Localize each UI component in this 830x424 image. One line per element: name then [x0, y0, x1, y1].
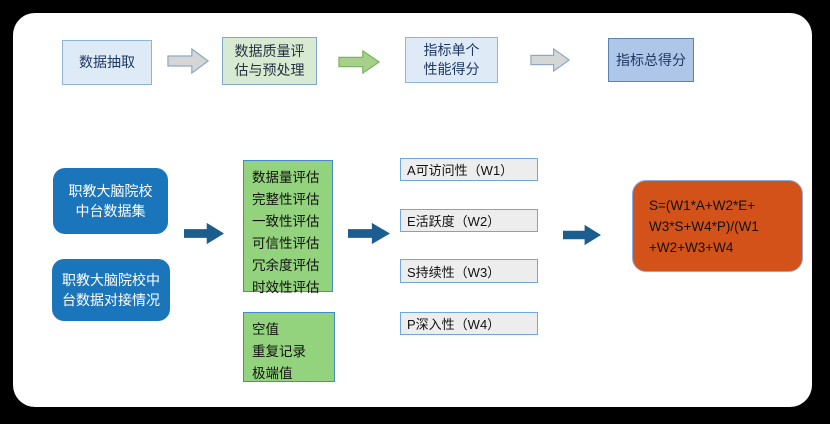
metric-accessibility-box: A可访问性（W1）: [400, 158, 538, 181]
step-data-extraction: 数据抽取: [62, 40, 152, 85]
metric-sustainability-box: S持续性（W3）: [400, 259, 538, 283]
quality-checks-list: 数据量评估 完整性评估 一致性评估 可信性评估 冗余度评估 时效性评估: [243, 160, 333, 295]
source-integration-box: 职教大脑院校中 台数据对接情况: [52, 259, 170, 321]
step-total-indicator-score: 指标总得分: [608, 38, 694, 82]
right-arrow-gray-icon: [530, 48, 570, 72]
source-dataset-box: 职教大脑院校 中台数据集: [53, 168, 168, 234]
data-issues-list: 空值 重复记录 极端值: [243, 312, 335, 382]
right-arrow-blue-icon: [348, 222, 390, 245]
metric-activity-box: E活跃度（W2）: [400, 209, 538, 232]
right-arrow-blue-icon: [563, 224, 601, 246]
right-arrow-blue-icon: [184, 222, 224, 245]
metric-depth-box: P深入性（W4）: [400, 312, 538, 335]
right-arrow-gray-icon: [167, 48, 209, 74]
right-arrow-green-icon: [338, 50, 380, 74]
step-quality-evaluation: 数据质量评 估与预处理: [222, 37, 317, 85]
score-formula-box: S=(W1*A+W2*E+ W3*S+W4*P)/(W1 +W2+W3+W4: [632, 180, 803, 272]
step-single-indicator-score: 指标单个 性能得分: [405, 37, 498, 83]
